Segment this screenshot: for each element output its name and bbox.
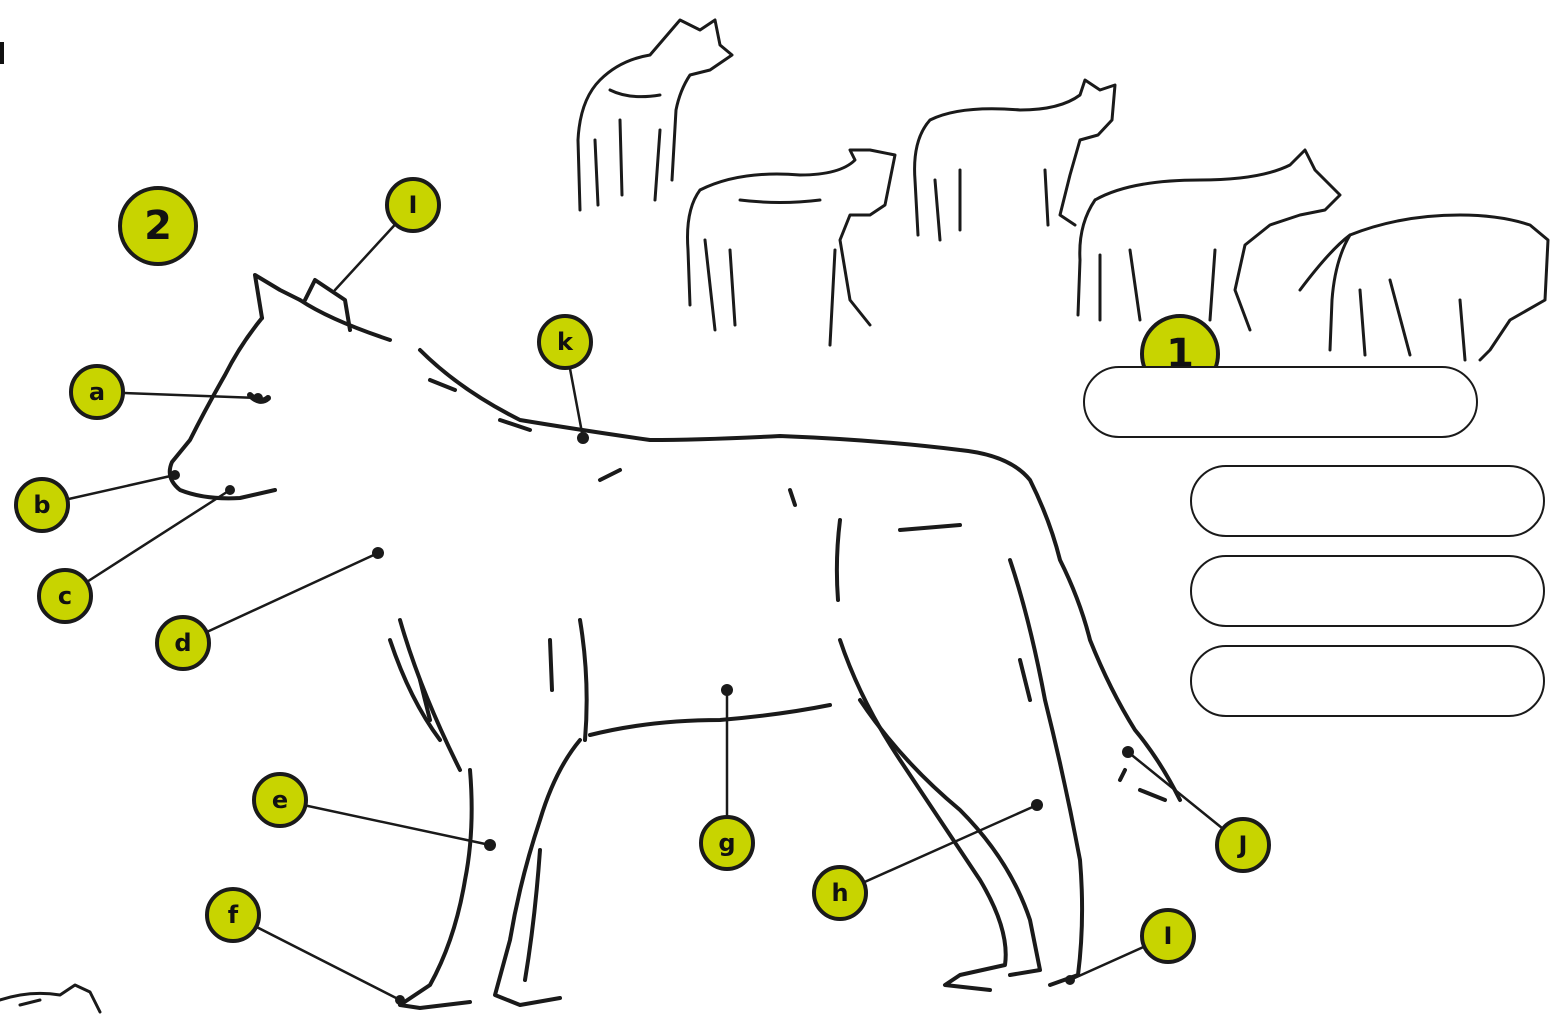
leader-dots [170, 393, 1134, 1005]
answer-box-2[interactable] [1190, 465, 1545, 537]
label-b: b [14, 477, 70, 533]
large-wolf [170, 275, 1180, 1008]
label-l: I [385, 177, 441, 233]
wolf-pack [578, 20, 1548, 360]
section-badge-2: 2 [118, 186, 198, 266]
label-c: c [37, 568, 93, 624]
label-k: k [537, 314, 593, 370]
pack-wolf-2 [688, 150, 896, 345]
leader-lines [42, 205, 1243, 1000]
pack-wolf-1 [578, 20, 732, 210]
label-j: J [1215, 817, 1271, 873]
label-h: h [812, 865, 868, 921]
label-e: e [252, 772, 308, 828]
pack-wolf-4 [1078, 150, 1340, 330]
label-g: g [699, 815, 755, 871]
answer-box-3[interactable] [1190, 555, 1545, 627]
label-a: a [69, 364, 125, 420]
answer-box-4[interactable] [1190, 645, 1545, 717]
answer-box-1[interactable] [1083, 366, 1478, 438]
label-i: I [1140, 908, 1196, 964]
label-d: d [155, 615, 211, 671]
partial-wolf-head [0, 985, 100, 1012]
label-f: f [205, 887, 261, 943]
pack-wolf-5 [1300, 215, 1548, 360]
